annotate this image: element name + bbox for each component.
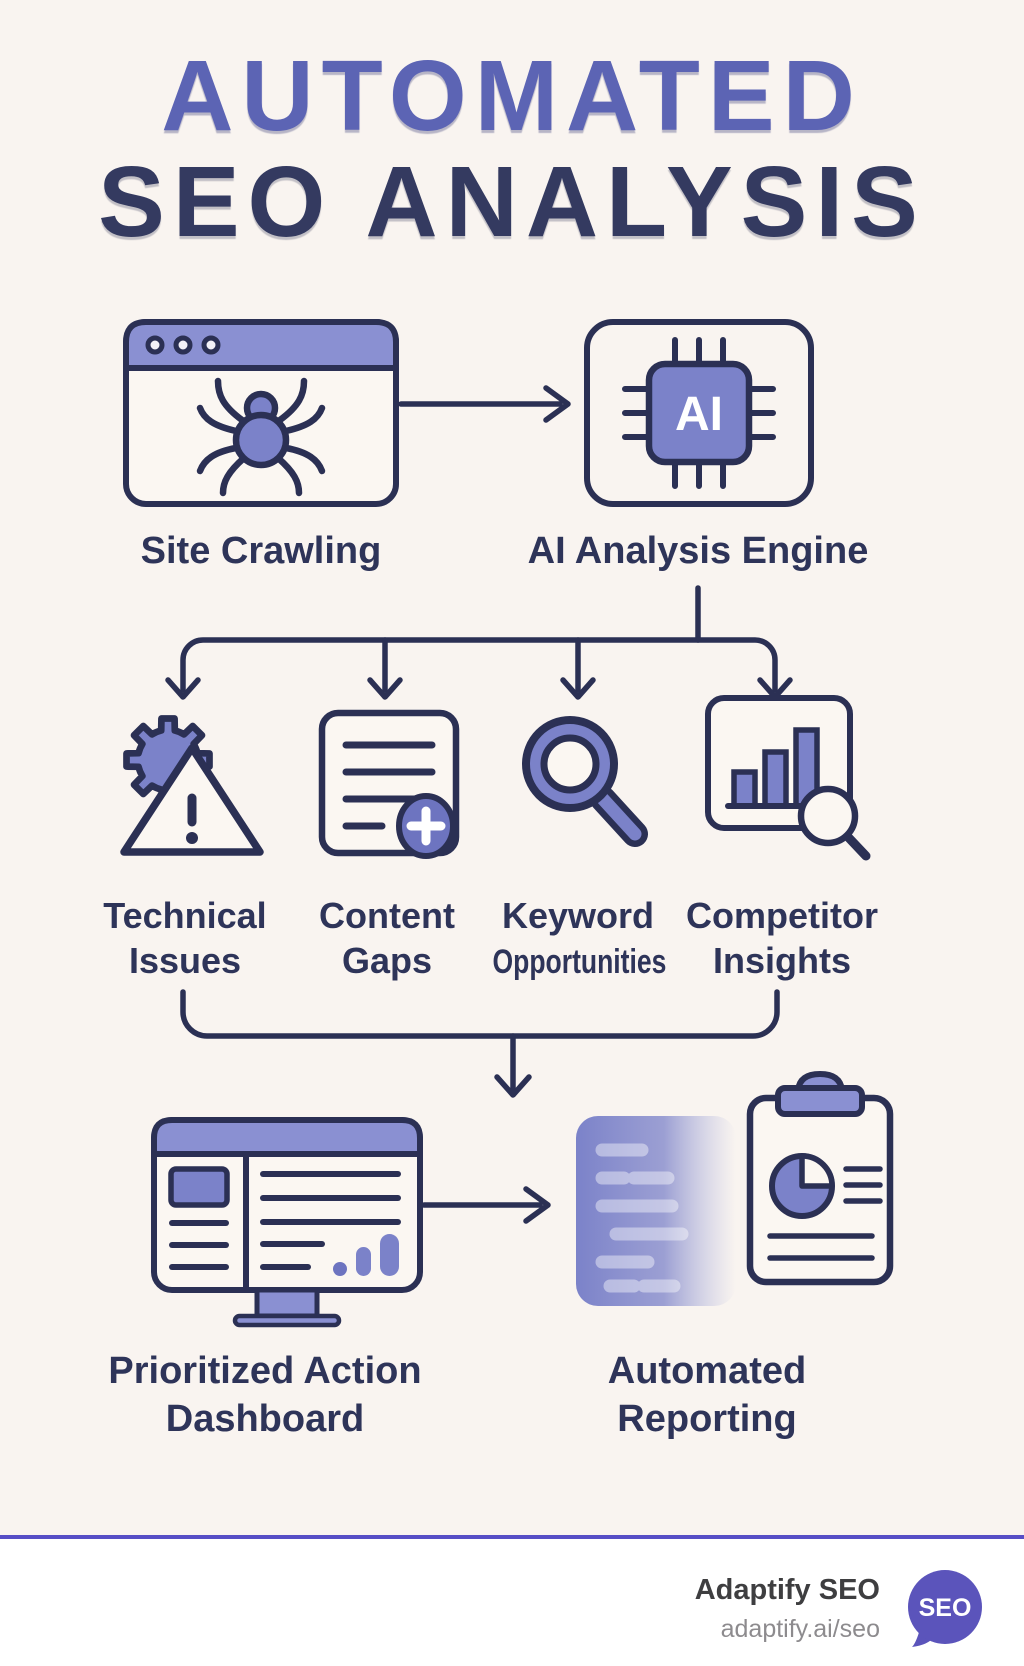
content-gaps-label: Content Gaps bbox=[319, 895, 455, 982]
gradient-report-icon bbox=[576, 1116, 736, 1306]
spider-glyph bbox=[196, 377, 326, 497]
dashboard-label: Prioritized Action Dashboard bbox=[108, 1350, 422, 1440]
technical-issues-label: Technical Issues bbox=[103, 895, 267, 982]
ai-chip-icon: AI bbox=[584, 319, 814, 507]
ai-engine-label: AI Analysis Engine bbox=[527, 530, 869, 572]
seo-logo-text: SEO bbox=[919, 1594, 972, 1622]
arrow-dashboard-to-report bbox=[421, 1186, 551, 1224]
arrow-crawl-to-ai bbox=[398, 385, 571, 423]
brand-url[interactable]: adaptify.ai/seo bbox=[720, 1615, 880, 1643]
reporting-label: Automated Reporting bbox=[607, 1350, 807, 1440]
footer: Adaptify SEO adaptify.ai/seo SEO bbox=[0, 1539, 1024, 1666]
branch-arrowheads bbox=[165, 677, 793, 700]
monitor-dashboard-icon bbox=[151, 1117, 423, 1328]
competitor-insights-label: Competitor Insights bbox=[686, 895, 878, 982]
keyword-opportunities-label: Keyword Opportunities bbox=[492, 895, 667, 982]
converge-bar bbox=[180, 989, 780, 1039]
gear-warning-icon bbox=[120, 715, 264, 856]
brand-name: Adaptify SEO bbox=[694, 1574, 880, 1606]
bar-chart-magnifier-icon bbox=[705, 695, 871, 861]
clipboard-pie-icon bbox=[746, 1070, 894, 1286]
ai-chip-text: AI bbox=[675, 388, 723, 441]
site-crawling-label: Site Crawling bbox=[140, 530, 382, 572]
seo-logo-icon: SEO bbox=[908, 1570, 982, 1647]
branch-bar bbox=[180, 637, 778, 693]
browser-spider-icon bbox=[123, 319, 399, 507]
page-title-line2: SEO ANALYSIS bbox=[98, 146, 926, 258]
footer-divider bbox=[0, 1535, 1024, 1539]
page-title-line1: AUTOMATED bbox=[161, 40, 863, 152]
converge-stem bbox=[494, 1033, 532, 1098]
magnifier-icon bbox=[522, 716, 648, 847]
document-plus-icon bbox=[318, 709, 460, 859]
